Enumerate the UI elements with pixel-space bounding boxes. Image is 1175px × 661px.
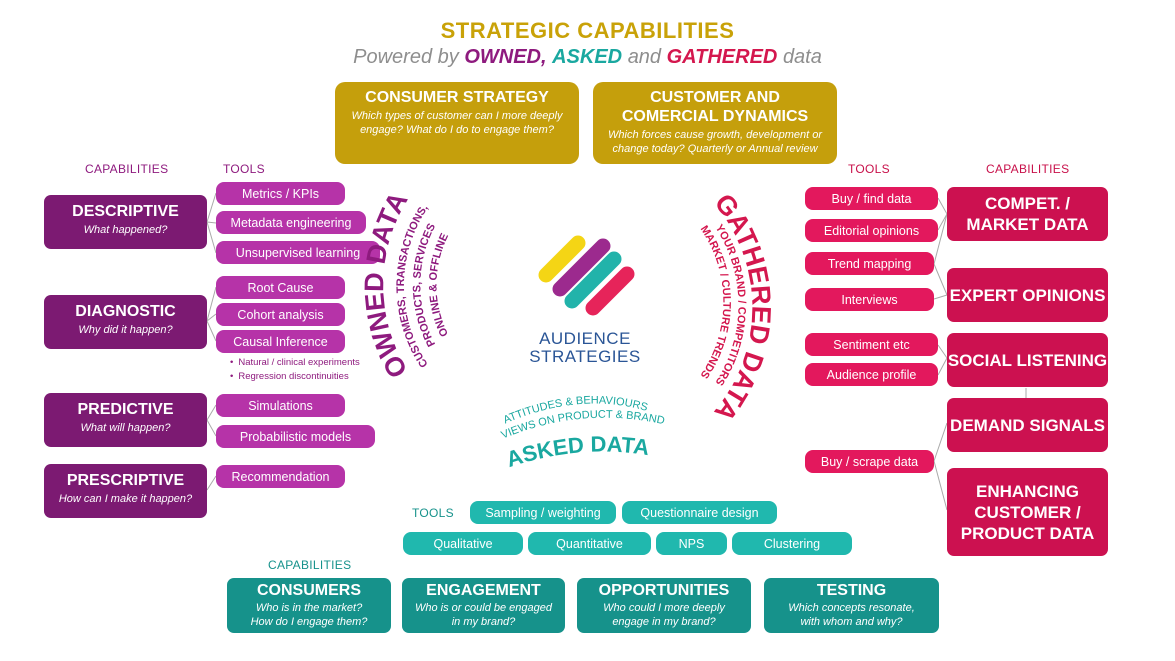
social-listening-capability: SOCIAL LISTENING: [947, 333, 1108, 387]
logo-bar-pink: [585, 266, 635, 316]
logo-bar-purple: [552, 238, 611, 297]
tool-metadata-engineering: Metadata engineering: [216, 211, 366, 234]
tool-simulations: Simulations: [216, 394, 345, 417]
tool-quantitative: Quantitative: [528, 532, 651, 555]
logo-bar-yellow: [538, 235, 586, 283]
diagnostic-capability: DIAGNOSTIC Why did it happen?: [44, 295, 207, 349]
customer-dynamics-box: CUSTOMER AND COMERCIAL DYNAMICS Which fo…: [593, 82, 837, 164]
tool-root-cause: Root Cause: [216, 276, 345, 299]
logo-text-audience: AUDIENCE: [539, 329, 631, 348]
prescriptive-capability: PRESCRIPTIVE How can I make it happen?: [44, 464, 207, 518]
engagement-capability: ENGAGEMENT Who is or could be engaged in…: [402, 578, 565, 633]
owned-data-line3: ONLINE & OFFLINE: [427, 232, 451, 339]
compet-market-data-capability: COMPET. / MARKET DATA: [947, 187, 1108, 241]
descriptive-capability: DESCRIPTIVE What happened?: [44, 195, 207, 249]
logo-text-strategies: STRATEGIES: [529, 347, 640, 366]
tool-metrics-kpis: Metrics / KPIs: [216, 182, 345, 205]
expert-opinions-capability: EXPERT OPINIONS: [947, 268, 1108, 322]
tool-qualitative: Qualitative: [403, 532, 523, 555]
causal-inference-bullets: Natural / clinical experiments Regressio…: [230, 356, 359, 384]
audience-strategies-logo: AUDIENCE STRATEGIES: [529, 235, 640, 366]
left-capabilities-header: CAPABILITIES: [85, 162, 169, 176]
tool-clustering: Clustering: [732, 532, 852, 555]
page-title: STRATEGIC CAPABILITIES: [440, 18, 735, 43]
testing-capability: TESTING Which concepts resonate, with wh…: [764, 578, 939, 633]
tool-questionnaire-design: Questionnaire design: [622, 501, 777, 524]
asked-data-title: ASKED DATA: [503, 431, 651, 472]
bottom-capabilities-header: CAPABILITIES: [268, 558, 352, 572]
consumers-capability: CONSUMERS Who is in the market? How do I…: [227, 578, 391, 633]
logo-bar-teal: [564, 251, 622, 309]
asked-label: ASKED: [552, 46, 623, 68]
bottom-tools-header: TOOLS: [412, 506, 454, 520]
owned-label: OWNED: [464, 46, 541, 68]
enhancing-data-capability: ENHANCING CUSTOMER / PRODUCT DATA: [947, 468, 1108, 556]
opportunities-capability: OPPORTUNITIES Who could I more deeply en…: [577, 578, 751, 633]
tool-buy-find-data: Buy / find data: [805, 187, 938, 210]
tool-sampling-weighting: Sampling / weighting: [470, 501, 616, 524]
tool-cohort-analysis: Cohort analysis: [216, 303, 345, 326]
tool-audience-profile: Audience profile: [805, 363, 938, 386]
left-tools-header: TOOLS: [223, 162, 265, 176]
demand-signals-capability: DEMAND SIGNALS: [947, 398, 1108, 452]
consumer-strategy-box: CONSUMER STRATEGY Which types of custome…: [335, 82, 579, 164]
tool-causal-inference: Causal Inference: [216, 330, 345, 353]
tool-buy-scrape-data: Buy / scrape data: [805, 450, 934, 473]
page-subtitle: Powered by OWNED, ASKED and GATHERED dat…: [353, 46, 822, 68]
tool-nps: NPS: [656, 532, 727, 555]
tool-trend-mapping: Trend mapping: [805, 252, 934, 275]
tool-interviews: Interviews: [805, 288, 934, 311]
gathered-label: GATHERED: [666, 46, 778, 68]
right-tools-header: TOOLS: [848, 162, 890, 176]
tool-editorial-opinions: Editorial opinions: [805, 219, 938, 242]
right-capabilities-header: CAPABILITIES: [986, 162, 1070, 176]
tool-recommendation: Recommendation: [216, 465, 345, 488]
tool-unsupervised-learning: Unsupervised learning: [216, 241, 380, 264]
tool-probabilistic-models: Probabilistic models: [216, 425, 375, 448]
tool-sentiment: Sentiment etc: [805, 333, 938, 356]
predictive-capability: PREDICTIVE What will happen?: [44, 393, 207, 447]
